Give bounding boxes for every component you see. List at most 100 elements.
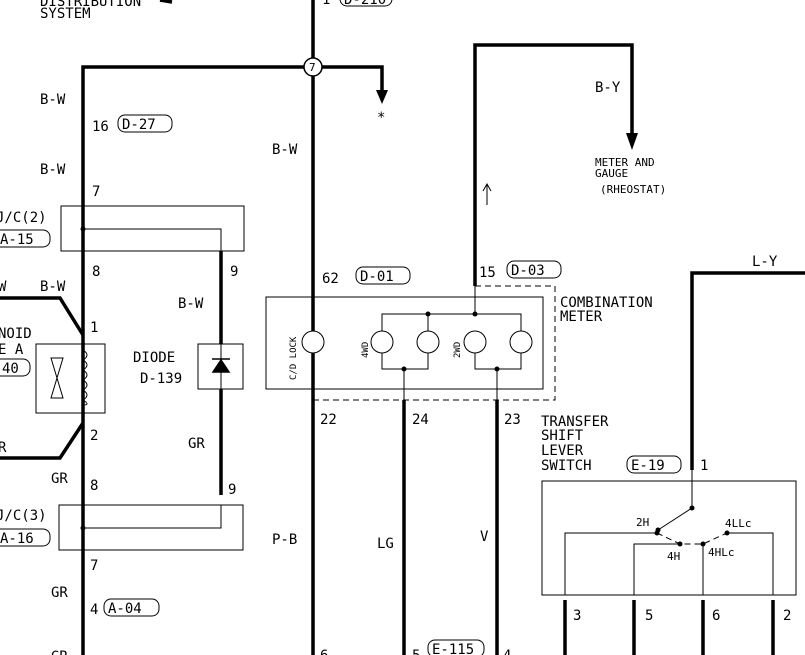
diode-connector: D-139	[140, 371, 182, 387]
rheostat-label-2: GAUGE	[595, 167, 628, 180]
2wd-label: 2WD	[453, 342, 463, 358]
connector-pill	[626, 455, 682, 474]
cd-lock-lamp-icon	[301, 330, 325, 354]
position-4h: 4H	[667, 550, 680, 563]
diode-label: DIODE	[133, 350, 175, 366]
4wd-lamp-icon	[370, 330, 394, 354]
solenoid-valve	[35, 343, 106, 414]
connector-a15: A-15	[0, 232, 34, 248]
splice-dot	[80, 525, 86, 531]
connector-pill	[427, 639, 485, 655]
switch-internal-wiring	[564, 470, 774, 595]
position-4llc: 4LLc	[725, 517, 752, 530]
connector-a16: A-16	[0, 531, 34, 547]
diode-icon	[211, 358, 231, 373]
wire-color-bw: B-W	[40, 279, 66, 295]
star-mark: *	[377, 110, 385, 126]
switch-title-1: TRANSFER	[541, 414, 609, 430]
solenoid-label-2: E A	[0, 342, 24, 358]
solenoid-wire-top	[0, 296, 85, 336]
system-label-line2: SYSTEM	[40, 6, 91, 22]
wire-color-by: B-Y	[595, 80, 621, 96]
meter-title-2: METER	[560, 309, 603, 325]
switch-contact-dots	[654, 505, 730, 547]
valve-icon	[50, 357, 64, 399]
pin-label: 7	[90, 558, 98, 574]
system-arrow	[159, 0, 173, 4]
wire-color-r: R	[0, 440, 7, 456]
switch-output-wires	[563, 600, 775, 655]
2wd-lamp-icon	[509, 330, 533, 354]
meter-output-wires	[402, 400, 499, 655]
pin-label: 6	[320, 648, 328, 655]
top-connector-pill	[339, 0, 393, 7]
wire-color-gr: GR	[51, 585, 68, 601]
pin-label: 5	[412, 648, 420, 655]
connector-e115: E-115	[432, 642, 474, 655]
cd-lock-label: C/D LOCK	[289, 336, 299, 380]
wire-color-lg: LG	[377, 536, 394, 552]
pin-label: 16	[92, 119, 109, 135]
wire-color-w: W	[0, 279, 7, 295]
connector-pill	[355, 266, 411, 285]
pin-label: 8	[92, 264, 100, 280]
4wd-label: 4WD	[361, 342, 371, 358]
junction-point	[303, 57, 323, 77]
pin-label: 6	[712, 608, 720, 624]
wire-color-gr: GR	[51, 649, 68, 655]
connector-d01: D-01	[360, 269, 394, 285]
wire-color-bw: B-W	[178, 296, 204, 312]
pin-label: 24	[412, 412, 429, 428]
wire-color-ly: L-Y	[752, 254, 778, 270]
connector-pill	[0, 229, 51, 248]
connector-e19: E-19	[631, 458, 665, 474]
pin-label: 15	[479, 265, 496, 281]
pin-label: 22	[320, 412, 337, 428]
pin-label: 5	[645, 608, 653, 624]
down-arrow-icon	[376, 90, 388, 104]
connector-pill	[103, 598, 160, 617]
pin-label: 2	[90, 428, 98, 444]
rheostat-label-3: (RHEOSTAT)	[600, 183, 666, 196]
pin-label: 4	[503, 648, 511, 655]
pin-label: 3	[573, 608, 581, 624]
up-arrow-icon	[482, 182, 492, 205]
rheostat-wire	[473, 43, 634, 286]
switch-title-2: SHIFT	[541, 428, 584, 444]
switch-positions-link	[656, 532, 728, 545]
connector-pill	[506, 260, 562, 279]
wire-color-bw: B-W	[272, 142, 298, 158]
switch-title-3: LEVER	[541, 443, 584, 459]
junction-wire	[81, 65, 384, 655]
connector-pill	[117, 114, 173, 133]
pin-label: 1	[700, 458, 708, 474]
pin-label: 9	[230, 264, 238, 280]
splice-dot	[80, 226, 86, 232]
system-label-line1: DISTRIBUTION	[40, 0, 141, 10]
meter-dashed-outline	[313, 285, 556, 401]
junction-connector-2	[60, 205, 245, 252]
4wd-lamp-icon	[416, 330, 440, 354]
wire-color-v: V	[480, 529, 489, 545]
pin-label: 2	[783, 608, 791, 624]
pin-label: 4	[90, 602, 98, 618]
jc2-internal	[82, 206, 222, 251]
pin-label: 9	[228, 482, 236, 498]
2wd-lamp-icon	[463, 330, 487, 354]
wire-color-gr: GR	[188, 436, 205, 452]
pin-label: 23	[504, 412, 521, 428]
solenoid-label-1: NOID	[0, 326, 32, 342]
junction-label: 7	[309, 61, 316, 74]
position-4hlc: 4HLc	[708, 546, 735, 559]
connector-d27: D-27	[122, 117, 156, 133]
transfer-shift-lever-switch	[541, 480, 797, 596]
junction-connector-3	[58, 504, 244, 551]
wire-color-bw: B-W	[40, 162, 66, 178]
connector-pill	[0, 528, 51, 547]
top-connector: D-210	[344, 0, 386, 8]
pin-label: 7	[92, 184, 100, 200]
coil-icon	[82, 349, 88, 406]
pin-label: 8	[90, 478, 98, 494]
jc3-internal	[82, 505, 222, 550]
